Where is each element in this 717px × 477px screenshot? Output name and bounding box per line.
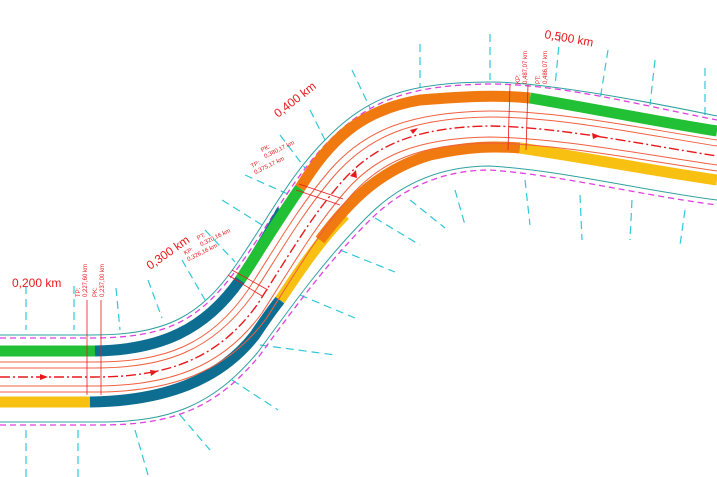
- tp-label-kp-487: KP:0,487,07 km: [516, 51, 529, 84]
- tp-label-pt-486: PT:0,486,07 km: [536, 51, 549, 84]
- chainage-label-200: 0,200 km: [12, 276, 61, 290]
- embankment-edges: [0, 81, 717, 423]
- lower-slope-band: [0, 141, 717, 408]
- tp-label-tp-227: TP:0,227,60 km: [76, 264, 89, 297]
- upper-slope-band: [0, 90, 717, 357]
- tp-label-pk-237: PK:0,237,00 km: [93, 264, 106, 297]
- lane-lines: [0, 110, 717, 393]
- direction-arrows: [40, 128, 600, 380]
- tangent-point-markers: [86, 84, 529, 395]
- chainage-label-500: 0,500 km: [543, 27, 594, 49]
- tp-label-pk-380: PK:0,380,17 km: [260, 134, 295, 160]
- right-of-way-boundary: [0, 83, 717, 426]
- offset-ticks: [25, 33, 706, 477]
